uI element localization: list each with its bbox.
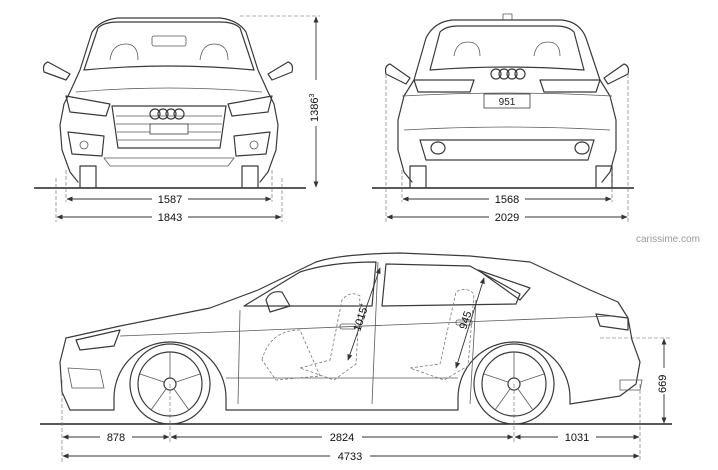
front-tyre-left	[79, 165, 97, 189]
side-rear-seat-ghost	[409, 289, 475, 381]
side-body-outline	[59, 252, 641, 411]
front-lower-lip	[103, 157, 235, 167]
front-tyre-right	[241, 165, 259, 189]
front-hood-line	[75, 87, 263, 93]
audi-rings-logo	[149, 108, 185, 120]
rear-width-label: 2029	[495, 212, 519, 224]
rear-bumper-line	[403, 126, 611, 131]
front-grille	[111, 105, 227, 149]
rear-window	[429, 25, 585, 71]
rear-track-label: 1568	[495, 194, 519, 206]
rear-taillight-left	[413, 79, 475, 93]
side-headlight	[75, 329, 121, 351]
front-seat-right	[199, 43, 229, 61]
front-foglight-left	[79, 140, 89, 150]
front-intake-left	[67, 131, 105, 157]
rear-overhang-label: 1031	[565, 432, 589, 444]
rear-view: 951 1568 2029	[372, 13, 634, 224]
rear-mirror-right	[603, 63, 630, 85]
watermark: carissime.com	[636, 234, 700, 245]
front-track-label: 1587	[158, 194, 182, 206]
rear-exhaust-left	[430, 141, 446, 155]
rear-diffuser	[419, 139, 595, 161]
rear-plate-label: 951	[499, 97, 516, 108]
front-width-label: 1843	[158, 212, 182, 224]
side-steering-ghost	[261, 329, 321, 381]
headroom-front-label: 1015*	[350, 303, 371, 333]
front-mirror-left	[42, 61, 71, 81]
rear-tyre-left	[409, 165, 427, 189]
front-headlight-right	[227, 95, 273, 117]
side-front-intake	[67, 367, 105, 389]
front-foglight-right	[249, 140, 259, 150]
side-front-seat-ghost	[298, 293, 361, 381]
rear-seat-right	[533, 41, 561, 57]
side-mirror	[265, 291, 291, 313]
front-overhang-label: 878	[107, 432, 125, 444]
rear-body-outline	[397, 19, 617, 183]
side-window-front	[243, 261, 377, 307]
rear-taillight-right	[539, 79, 601, 93]
front-intake-right	[233, 131, 271, 157]
front-body-outline	[59, 17, 279, 183]
rear-mirror-left	[384, 63, 411, 85]
headroom-rear-label: 945	[457, 310, 474, 331]
rear-exhaust-right	[574, 141, 590, 155]
headroom-rear-dim	[455, 277, 485, 369]
front-headlight-left	[65, 95, 111, 117]
trunk-height-label: 669	[657, 375, 669, 393]
length-label: 4733	[338, 451, 362, 463]
audi-rings-logo-rear	[490, 68, 526, 80]
headroom-front-dim	[347, 267, 381, 361]
rear-trunk-line	[401, 92, 613, 97]
front-windshield	[83, 21, 255, 71]
side-view: 1015* 945 878 2824	[40, 252, 672, 463]
rear-antenna	[502, 13, 513, 20]
front-view: 1587 1843 13863	[34, 15, 321, 224]
rear-seat-left	[453, 41, 481, 57]
front-rear-mirror	[151, 35, 187, 47]
height-label: 13863	[309, 94, 321, 122]
front-plate	[149, 123, 189, 135]
rear-plate-frame	[483, 93, 531, 109]
side-taillight	[595, 313, 629, 331]
wheelbase-label: 2824	[330, 432, 354, 444]
side-front-door-line	[237, 309, 241, 405]
front-mirror-right	[267, 61, 294, 81]
rear-tyre-right	[595, 165, 613, 189]
front-seat-left	[109, 43, 139, 61]
side-window-quarter	[477, 269, 531, 301]
